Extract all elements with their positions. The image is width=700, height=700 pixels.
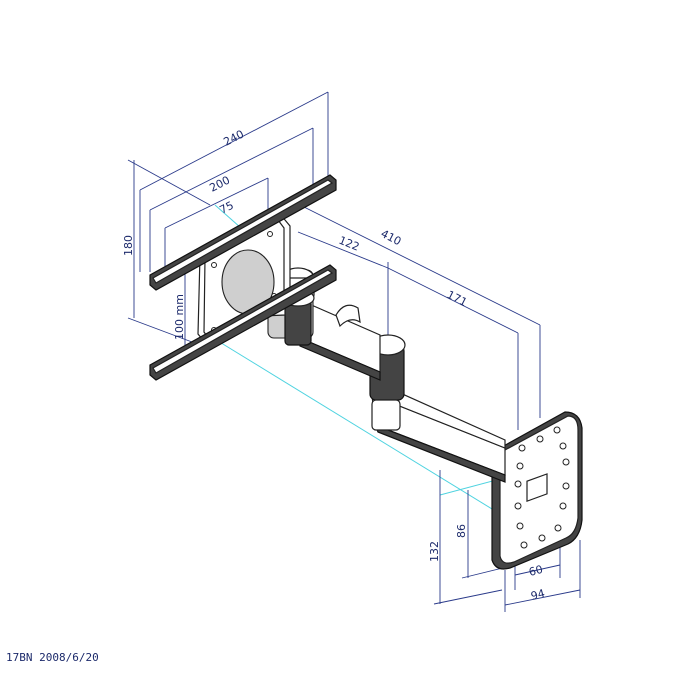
dim-240: 240	[221, 128, 246, 149]
lower-arm	[371, 383, 506, 483]
dim-132: 132	[428, 541, 441, 562]
upper-arm	[299, 299, 381, 381]
drawing-code: 17BN 2008/6/20	[6, 651, 99, 664]
dimension-labels: 240 200 75 180 100 mm 410 122 171 86 132…	[122, 128, 546, 603]
dim-75: 75	[217, 199, 235, 217]
dimension-lines	[127, 91, 581, 612]
dim-180: 180	[122, 235, 135, 256]
dim-122: 122	[337, 234, 361, 254]
dim-100mm: 100 mm	[173, 294, 186, 340]
dim-60: 60	[527, 563, 544, 579]
dim-86: 86	[455, 524, 468, 538]
wall-plate	[491, 411, 583, 570]
wall-plate-center-square	[526, 473, 548, 503]
dim-410: 410	[379, 227, 404, 248]
dim-171: 171	[445, 288, 470, 309]
dim-94: 94	[529, 587, 546, 603]
dim-200: 200	[207, 174, 232, 195]
mounting-rails	[149, 174, 337, 381]
